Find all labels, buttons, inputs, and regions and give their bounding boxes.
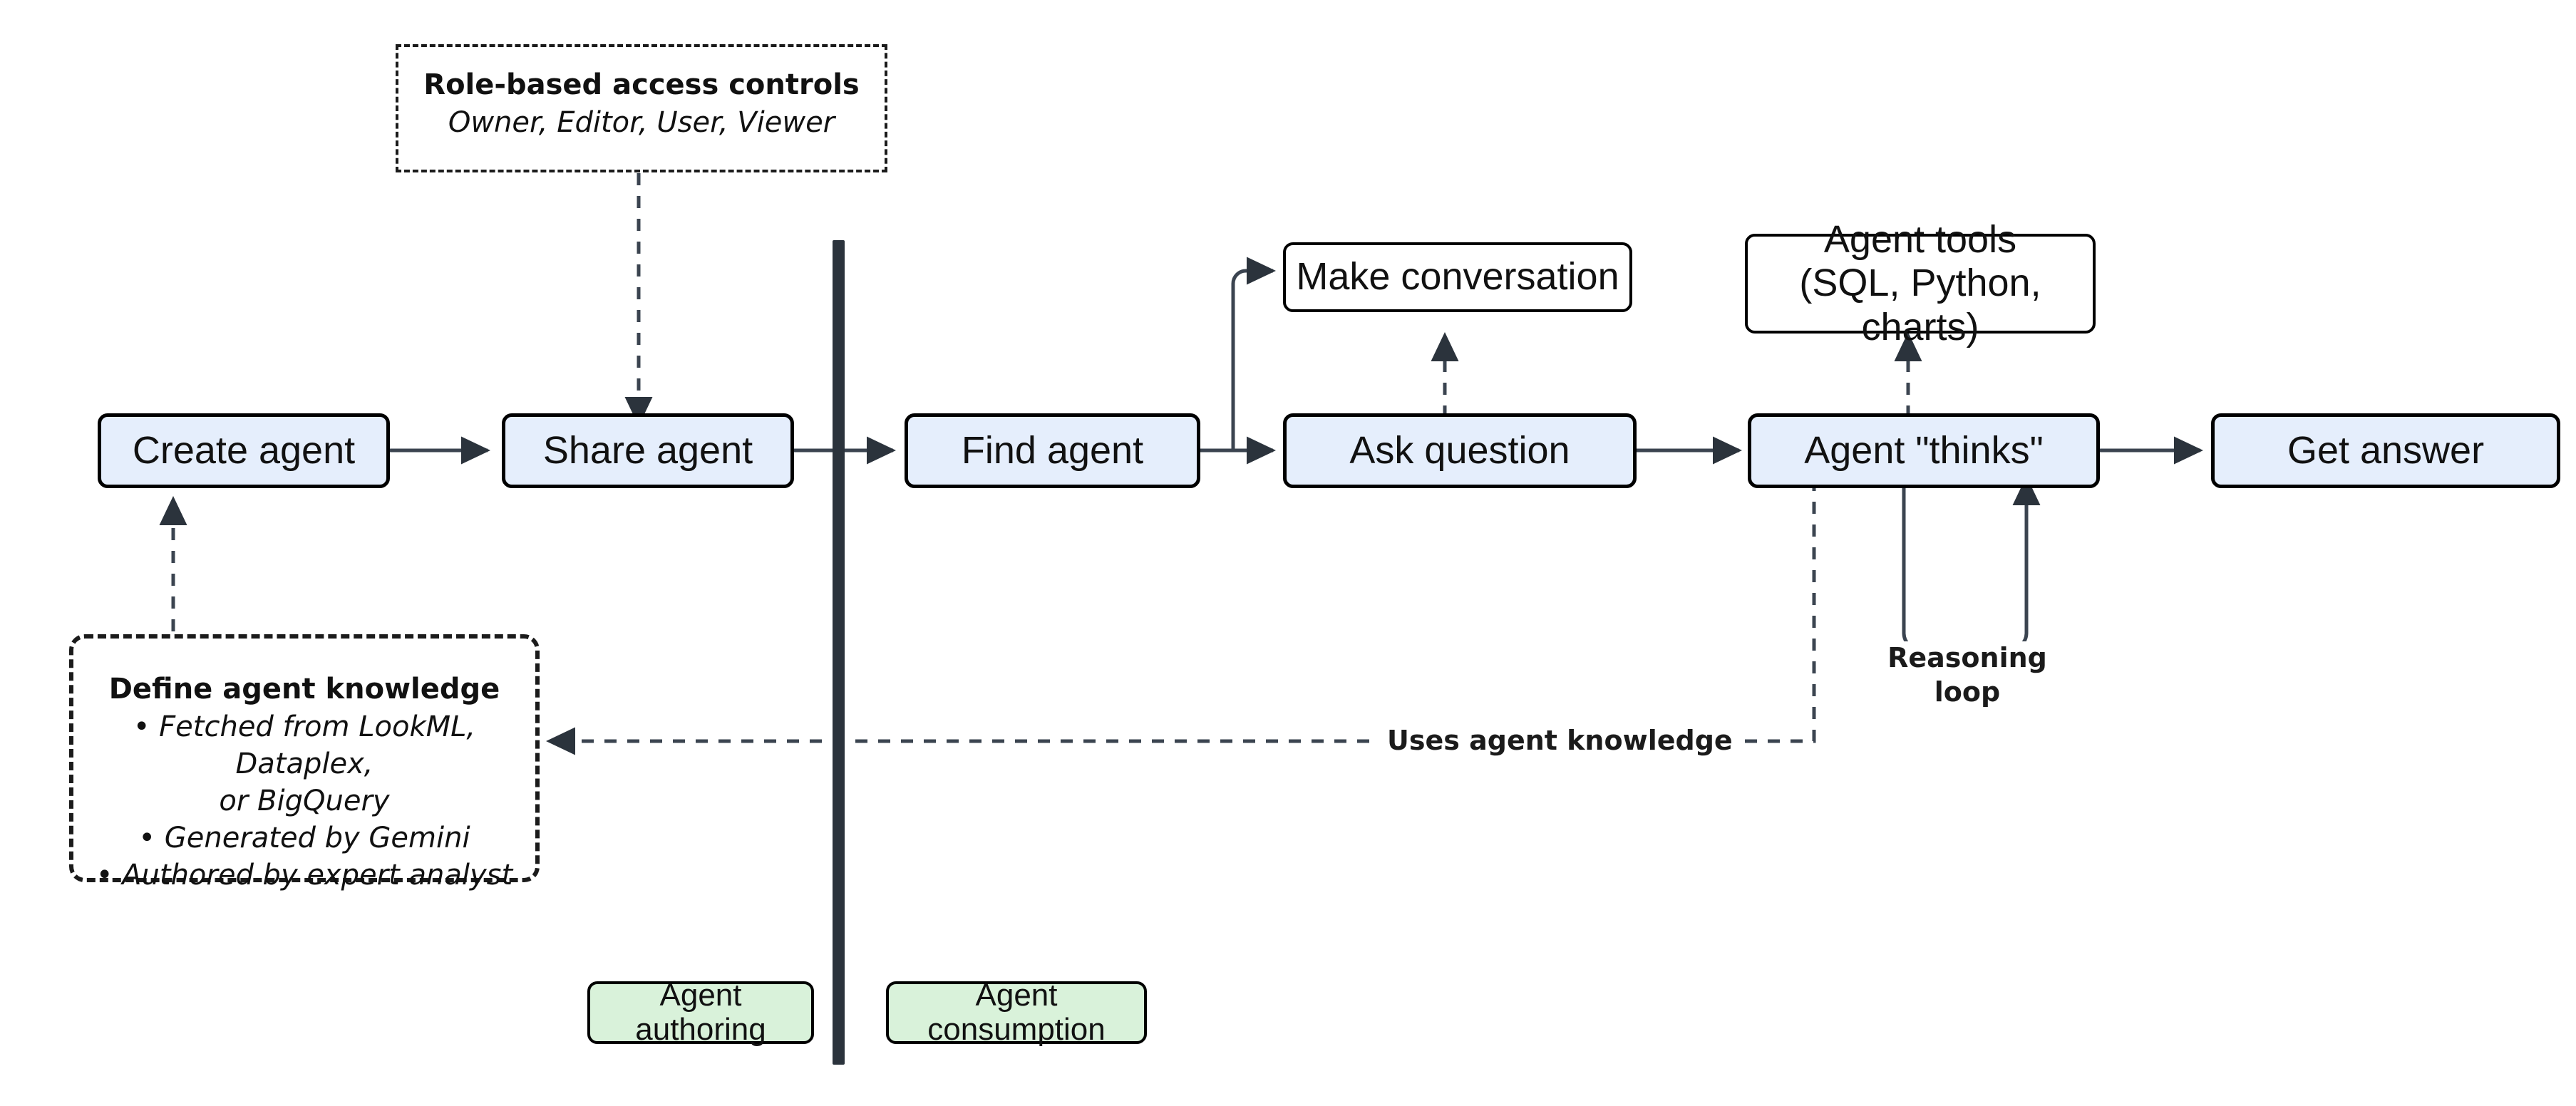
- node-agent-tools-label-line2: (SQL, Python, charts): [1799, 262, 2041, 348]
- node-agent-tools[interactable]: Agent tools (SQL, Python, charts): [1745, 218, 2096, 348]
- node-ask-question-label: Ask question: [1349, 428, 1570, 472]
- node-make-conversation[interactable]: Make conversation: [1283, 242, 1632, 312]
- node-create-agent-label: Create agent: [132, 428, 356, 472]
- label-reasoning-loop-line1: Reasoning: [1887, 642, 2047, 673]
- label-uses-agent-knowledge: Uses agent knowledge: [1377, 724, 1743, 758]
- rbac-note-subtitle: Owner, Editor, User, Viewer: [448, 106, 835, 139]
- knowledge-bullet-authored: • Authored by expert analyst: [96, 859, 513, 891]
- node-make-conversation-label: Make conversation: [1296, 255, 1619, 299]
- node-find-agent-label: Find agent: [961, 428, 1144, 472]
- node-agent-tools-label-line1: Agent tools: [1823, 217, 2017, 261]
- note-define-agent-knowledge: Define agent knowledge • Fetched from Lo…: [69, 634, 540, 891]
- node-agent-thinks[interactable]: Agent "thinks": [1748, 413, 2100, 488]
- label-reasoning-loop-line2: loop: [1934, 676, 2001, 708]
- edge-uses-agent-knowledge: [546, 479, 1816, 755]
- knowledge-bullet-fetched-cont: or BigQuery: [219, 785, 390, 817]
- node-ask-question[interactable]: Ask question: [1283, 413, 1637, 488]
- node-create-agent[interactable]: Create agent: [98, 413, 390, 488]
- node-agent-thinks-label: Agent "thinks": [1804, 428, 2044, 472]
- legend-agent-authoring-label: Agent authoring: [635, 977, 766, 1047]
- node-get-answer[interactable]: Get answer: [2211, 413, 2560, 488]
- rbac-note-title: Role-based access controls: [423, 68, 860, 101]
- edge-reasoning-loop: [1902, 474, 2041, 651]
- node-share-agent[interactable]: Share agent: [502, 413, 794, 488]
- legend-agent-consumption[interactable]: Agent consumption: [886, 978, 1147, 1047]
- node-get-answer-label: Get answer: [2287, 428, 2485, 472]
- note-role-based-access-controls: Role-based access controls Owner, Editor…: [396, 44, 887, 172]
- node-share-agent-label: Share agent: [542, 428, 753, 472]
- knowledge-note-title: Define agent knowledge: [108, 673, 500, 706]
- label-reasoning-loop: Reasoning loop: [1885, 641, 2049, 709]
- section-divider: [833, 240, 845, 1065]
- legend-agent-authoring[interactable]: Agent authoring: [587, 978, 814, 1047]
- node-find-agent[interactable]: Find agent: [905, 413, 1200, 488]
- legend-agent-consumption-label: Agent consumption: [927, 977, 1106, 1047]
- edge-find-to-make-conversation: [1231, 257, 1276, 450]
- knowledge-bullet-generated: • Generated by Gemini: [138, 822, 470, 854]
- knowledge-bullet-fetched: • Fetched from LookML, Dataplex,: [133, 710, 476, 780]
